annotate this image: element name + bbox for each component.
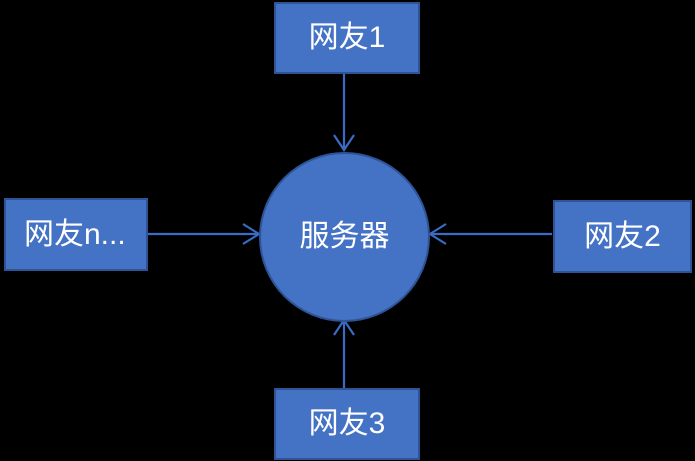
node-client-right-label: 网友2 — [584, 219, 661, 253]
connector-bottom-arrowhead — [333, 318, 355, 336]
connector-bottom — [333, 318, 355, 388]
connector-top — [333, 74, 355, 152]
connector-left — [148, 223, 262, 245]
node-client-bottom[interactable]: 网友3 — [274, 388, 420, 460]
connector-left-arrowhead — [242, 223, 262, 245]
node-client-top[interactable]: 网友1 — [274, 2, 420, 74]
connector-right-arrowhead — [427, 223, 447, 245]
connector-right — [427, 223, 552, 245]
node-server[interactable]: 服务器 — [259, 152, 430, 322]
node-client-top-label: 网友1 — [308, 21, 386, 54]
node-client-left-label: 网友n... — [24, 217, 126, 251]
node-client-bottom-label: 网友3 — [308, 407, 386, 440]
node-client-left[interactable]: 网友n... — [4, 198, 148, 271]
connector-top-arrowhead — [333, 134, 355, 152]
node-client-right[interactable]: 网友2 — [553, 200, 692, 273]
node-server-label: 服务器 — [299, 220, 390, 253]
